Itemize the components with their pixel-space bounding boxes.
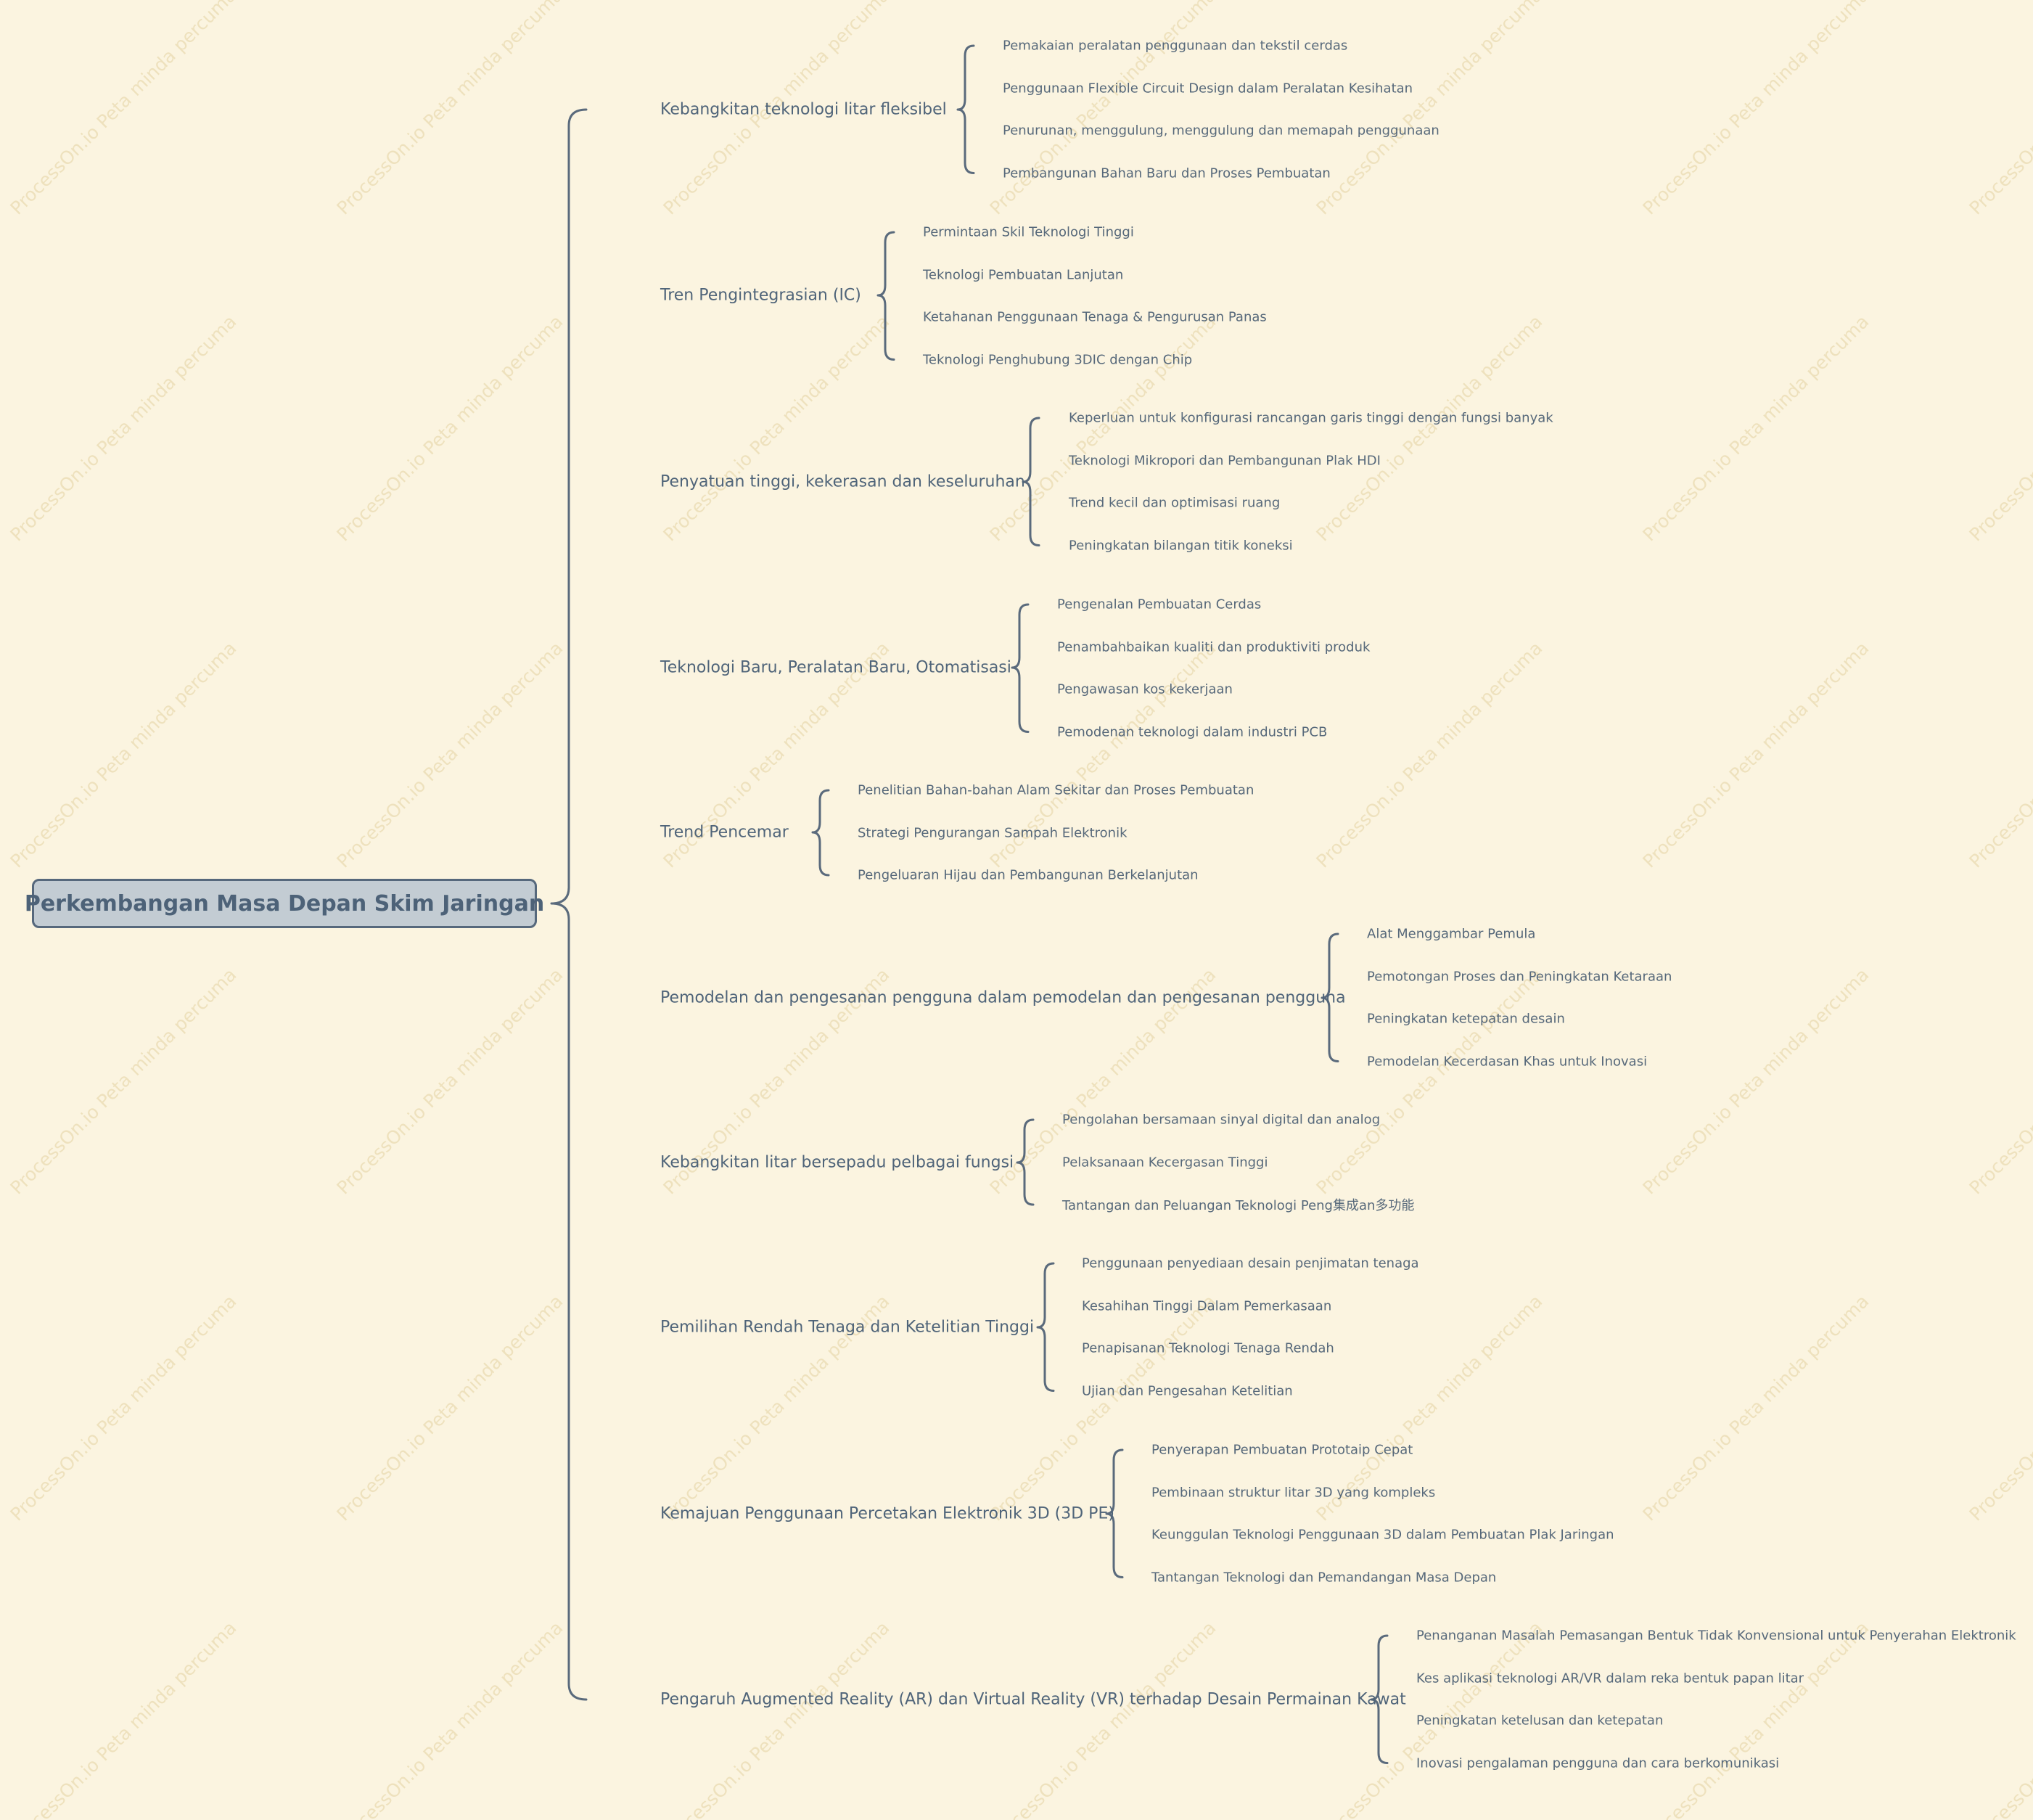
branch-brace-connector (811, 789, 830, 877)
branch-brace-connector (1321, 932, 1339, 1062)
subtopic[interactable]: Trend kecil dan optimisasi ruang (1069, 495, 1281, 511)
subtopic[interactable]: Keperluan untuk konfigurasi rancangan ga… (1069, 410, 1553, 426)
subtopic[interactable]: Permintaan Skil Teknologi Tinggi (923, 224, 1134, 240)
subtopic[interactable]: Peningkatan ketelusan dan ketepatan (1416, 1713, 1664, 1729)
subtopic[interactable]: Kes aplikasi teknologi AR/VR dalam reka … (1416, 1671, 1804, 1686)
subtopic[interactable]: Teknologi Penghubung 3DIC dengan Chip (923, 352, 1193, 367)
branch-topic[interactable]: Penyatuan tinggi, kekerasan dan keseluru… (660, 472, 1025, 491)
subtopic[interactable]: Kesahihan Tinggi Dalam Pemerkasaan (1082, 1298, 1332, 1313)
subtopic[interactable]: Pelaksanaan Kecergasan Tinggi (1062, 1155, 1268, 1170)
root-topic[interactable]: Perkembangan Masa Depan Skim Jaringan (25, 879, 544, 928)
subtopic[interactable]: Penurunan, menggulung, menggulung dan me… (1003, 123, 1439, 139)
subtopic[interactable]: Tantangan dan Peluangan Teknologi Peng集成… (1062, 1198, 1415, 1213)
subtopic[interactable]: Pemodelan Kecerdasan Khas untuk Inovasi (1367, 1054, 1648, 1069)
branch-topic[interactable]: Kemajuan Penggunaan Percetakan Elektroni… (660, 1504, 1114, 1523)
subtopic[interactable]: Pengolahan bersamaan sinyal digital dan … (1062, 1112, 1381, 1128)
subtopic[interactable]: Pembangunan Bahan Baru dan Proses Pembua… (1003, 165, 1331, 181)
subtopic[interactable]: Pengawasan kos kekerjaan (1057, 681, 1233, 697)
subtopic[interactable]: Ketahanan Penggunaan Tenaga & Pengurusan… (923, 309, 1267, 325)
branch-topic[interactable]: Pengaruh Augmented Reality (AR) dan Virt… (660, 1690, 1406, 1709)
branch-topic[interactable]: Teknologi Baru, Peralatan Baru, Otomatis… (660, 658, 1011, 677)
subtopic[interactable]: Penelitian Bahan-bahan Alam Sekitar dan … (858, 782, 1254, 798)
subtopic[interactable]: Penggunaan penyediaan desain penjimatan … (1082, 1255, 1419, 1271)
subtopic[interactable]: Pemodenan teknologi dalam industri PCB (1057, 724, 1328, 739)
subtopic[interactable]: Alat Menggambar Pemula (1367, 926, 1536, 942)
subtopic[interactable]: Pemotongan Proses dan Peningkatan Ketara… (1367, 969, 1672, 984)
branch-topic[interactable]: Kebangkitan litar bersepadu pelbagai fun… (660, 1153, 1014, 1172)
subtopic[interactable]: Inovasi pengalaman pengguna dan cara ber… (1416, 1755, 1780, 1771)
root-topic-label: Perkembangan Masa Depan Skim Jaringan (24, 890, 545, 917)
subtopic[interactable]: Teknologi Mikropori dan Pembangunan Plak… (1069, 453, 1381, 468)
main-brace-connector (550, 108, 588, 1701)
branch-brace-connector (1011, 603, 1030, 733)
branch-topic[interactable]: Trend Pencemar (660, 823, 789, 842)
branch-brace-connector (1105, 1448, 1124, 1578)
branch-brace-connector (1016, 1118, 1035, 1206)
subtopic[interactable]: Teknologi Pembuatan Lanjutan (923, 267, 1124, 282)
subtopic[interactable]: Penapisanan Teknologi Tenaga Rendah (1082, 1340, 1334, 1356)
subtopic[interactable]: Pengenalan Pembuatan Cerdas (1057, 597, 1262, 612)
subtopic[interactable]: Ujian dan Pengesahan Ketelitian (1082, 1383, 1293, 1398)
branch-topic[interactable]: Pemodelan dan pengesanan pengguna dalam … (660, 988, 1346, 1007)
subtopic[interactable]: Peningkatan bilangan titik koneksi (1069, 538, 1293, 553)
subtopic[interactable]: Peningkatan ketepatan desain (1367, 1011, 1565, 1027)
subtopic[interactable]: Penyerapan Pembuatan Prototaip Cepat (1151, 1442, 1413, 1458)
branch-brace-connector (1370, 1634, 1389, 1764)
subtopic[interactable]: Penggunaan Flexible Circuit Design dalam… (1003, 81, 1413, 96)
subtopic[interactable]: Pemakaian peralatan penggunaan dan tekst… (1003, 38, 1348, 54)
branch-topic[interactable]: Kebangkitan teknologi litar fleksibel (660, 100, 947, 119)
branch-brace-connector (956, 44, 975, 174)
subtopic[interactable]: Keunggulan Teknologi Penggunaan 3D dalam… (1151, 1527, 1614, 1543)
subtopic[interactable]: Pengeluaran Hijau dan Pembangunan Berkel… (858, 867, 1199, 883)
subtopic[interactable]: Penanganan Masalah Pemasangan Bentuk Tid… (1416, 1628, 2016, 1644)
subtopic[interactable]: Strategi Pengurangan Sampah Elektronik (858, 825, 1128, 840)
branch-brace-connector (876, 231, 895, 361)
branch-brace-connector (1036, 1262, 1055, 1392)
subtopic[interactable]: Tantangan Teknologi dan Pemandangan Masa… (1151, 1570, 1497, 1585)
subtopic[interactable]: Penambahbaikan kualiti dan produktiviti … (1057, 639, 1371, 655)
subtopic[interactable]: Pembinaan struktur litar 3D yang komplek… (1151, 1485, 1436, 1500)
branch-topic[interactable]: Pemilihan Rendah Tenaga dan Ketelitian T… (660, 1318, 1035, 1337)
branch-brace-connector (1022, 417, 1040, 546)
branch-topic[interactable]: Tren Pengintegrasian (IC) (660, 286, 861, 305)
